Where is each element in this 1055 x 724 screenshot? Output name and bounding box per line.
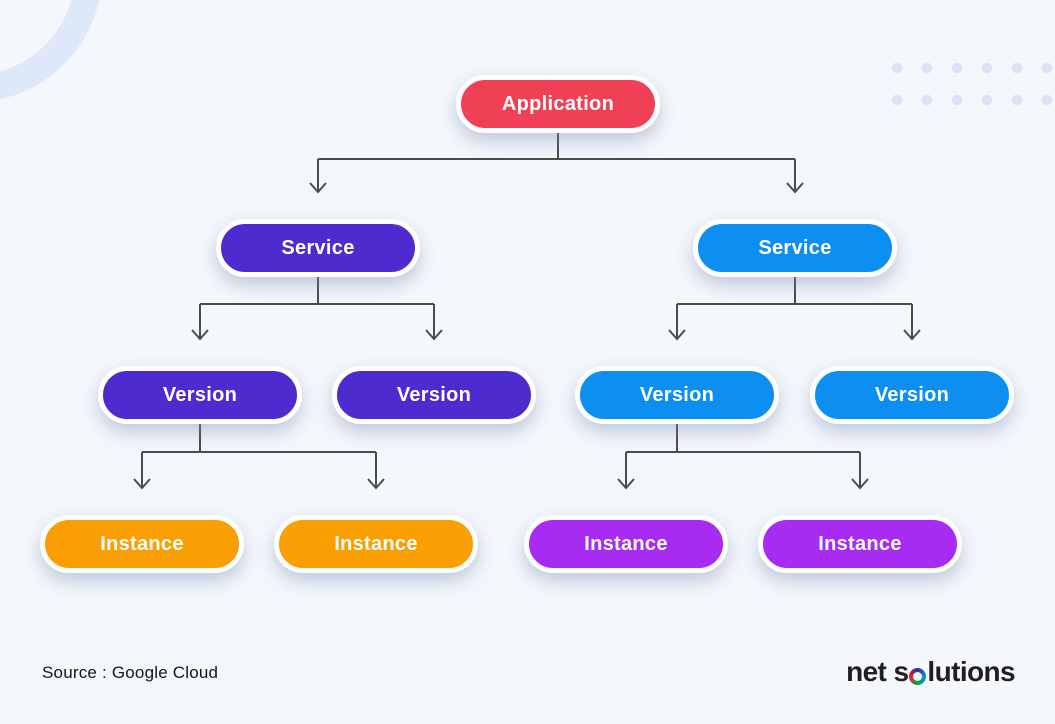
node-label: Instance xyxy=(100,532,184,555)
node-label: Instance xyxy=(334,532,418,555)
connector-service-left-to-versions xyxy=(191,277,443,341)
node-label: Application xyxy=(501,92,615,115)
node-version-4: Version xyxy=(810,366,1014,424)
logo-text-prefix: net s xyxy=(846,656,909,687)
node-instance-2: Instance xyxy=(274,515,478,573)
logo-text-suffix: lutions xyxy=(927,656,1015,687)
node-label: Version xyxy=(874,383,950,406)
node-label: Version xyxy=(162,383,238,406)
arrowhead-icon xyxy=(309,182,327,194)
decorative-dot-grid xyxy=(882,52,1055,116)
node-service-left: Service xyxy=(216,219,420,277)
node-version-3: Version xyxy=(575,366,779,424)
arrowhead-icon xyxy=(367,478,385,490)
node-label: Instance xyxy=(584,532,668,555)
arrowhead-icon xyxy=(617,478,635,490)
arrowhead-icon xyxy=(851,478,869,490)
connector-version1-to-instances xyxy=(133,424,385,490)
logo-color-ring-icon xyxy=(909,668,927,685)
node-instance-4: Instance xyxy=(758,515,962,573)
connector-application-to-services xyxy=(309,133,804,194)
node-application: Application xyxy=(456,75,660,133)
node-service-right: Service xyxy=(693,219,897,277)
arrowhead-icon xyxy=(668,329,686,341)
node-label: Service xyxy=(758,236,832,259)
arrowhead-icon xyxy=(425,329,443,341)
node-label: Version xyxy=(396,383,472,406)
arrowhead-icon xyxy=(903,329,921,341)
node-instance-1: Instance xyxy=(40,515,244,573)
node-version-2: Version xyxy=(332,366,536,424)
arrowhead-icon xyxy=(133,478,151,490)
source-attribution: Source : Google Cloud xyxy=(42,663,219,682)
node-label: Version xyxy=(639,383,715,406)
net-solutions-logo: net s lutions xyxy=(846,656,1016,687)
node-instance-3: Instance xyxy=(524,515,728,573)
connector-service-right-to-versions xyxy=(668,277,921,341)
arrowhead-icon xyxy=(786,182,804,194)
connector-version3-to-instances xyxy=(617,424,869,490)
arrowhead-icon xyxy=(191,329,209,341)
node-label: Service xyxy=(281,236,355,259)
node-label: Instance xyxy=(818,532,902,555)
node-version-1: Version xyxy=(98,366,302,424)
